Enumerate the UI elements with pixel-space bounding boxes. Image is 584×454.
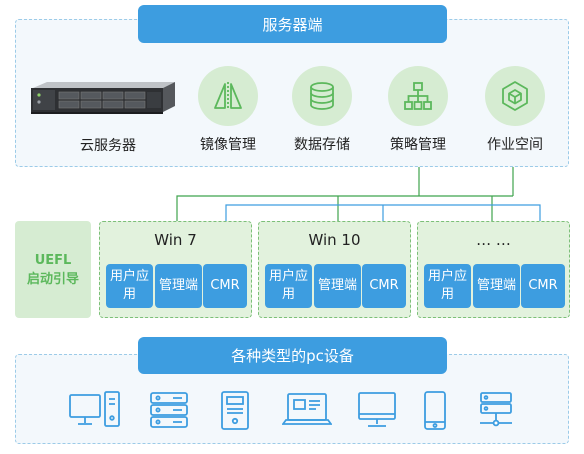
uefl-boot-box: UEFL 启动引导 bbox=[15, 221, 91, 318]
os-group-win7: Win 7 用户应用 管理端 CMR bbox=[99, 221, 252, 318]
network-device-icon bbox=[480, 392, 512, 427]
cube-circle bbox=[485, 66, 545, 126]
mirror-circle bbox=[198, 66, 258, 126]
cube-icon bbox=[502, 81, 528, 111]
chip-user-app: 用户应用 bbox=[424, 264, 471, 308]
server-rack-icon bbox=[150, 392, 188, 428]
server-item-workspace: 作业空间 bbox=[480, 66, 550, 154]
uefl-title: UEFL bbox=[34, 252, 72, 268]
chip-management: 管理端 bbox=[473, 264, 520, 308]
server-item-label: 策略管理 bbox=[390, 137, 446, 153]
database-icon bbox=[310, 82, 334, 110]
devices-title: 各种类型的pc设备 bbox=[138, 337, 447, 374]
mirror-icon bbox=[214, 82, 242, 110]
server-item-label: 数据存储 bbox=[294, 137, 350, 153]
laptop-icon bbox=[282, 393, 332, 425]
os-group-more: … … 用户应用 管理端 CMR bbox=[417, 221, 570, 318]
uefl-subtitle: 启动引导 bbox=[26, 271, 79, 287]
chip-management: 管理端 bbox=[314, 264, 361, 308]
chip-cmr: CMR bbox=[203, 264, 247, 308]
desktop-pc-icon bbox=[69, 391, 120, 427]
chip-cmr: CMR bbox=[521, 264, 565, 308]
hierarchy-icon bbox=[404, 82, 432, 110]
chip-user-app: 用户应用 bbox=[265, 264, 312, 308]
server-item-label: 作业空间 bbox=[487, 137, 543, 153]
server-item-label: 镜像管理 bbox=[200, 137, 256, 153]
cloud-server-label: 云服务器 bbox=[80, 138, 136, 154]
tower-pc-icon bbox=[221, 391, 249, 430]
os-title: … … bbox=[476, 231, 511, 249]
os-title: Win 10 bbox=[308, 231, 361, 249]
server-item-policy: 策略管理 bbox=[383, 66, 453, 154]
chip-cmr: CMR bbox=[362, 264, 406, 308]
chip-management: 管理端 bbox=[155, 264, 202, 308]
chip-user-app: 用户应用 bbox=[106, 264, 153, 308]
os-group-win10: Win 10 用户应用 管理端 CMR bbox=[258, 221, 411, 318]
tablet-icon bbox=[424, 391, 446, 430]
monitor-icon bbox=[358, 392, 396, 427]
server-item-mirror: 镜像管理 bbox=[193, 66, 263, 154]
database-circle bbox=[292, 66, 352, 126]
os-title: Win 7 bbox=[154, 231, 197, 249]
server-item-storage: 数据存储 bbox=[287, 66, 357, 154]
server-title: 服务器端 bbox=[138, 5, 447, 43]
hierarchy-circle bbox=[388, 66, 448, 126]
cloud-server-image bbox=[27, 80, 177, 120]
